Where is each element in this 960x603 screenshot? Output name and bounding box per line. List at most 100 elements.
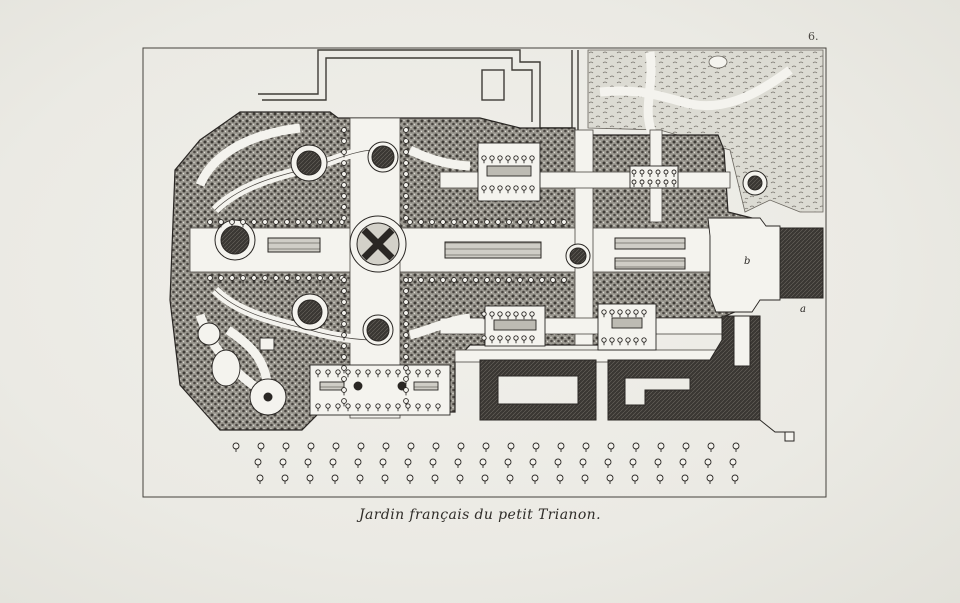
tree-icon xyxy=(385,403,391,409)
tree-icon xyxy=(497,311,503,317)
tree-icon xyxy=(341,343,347,349)
tree-icon xyxy=(557,442,565,450)
tree-icon xyxy=(341,376,347,382)
tree-icon xyxy=(355,403,361,409)
tree-icon xyxy=(341,288,347,294)
tree-icon xyxy=(506,219,512,225)
tree-icon xyxy=(315,369,321,375)
tree-icon xyxy=(385,369,391,375)
tree-icon xyxy=(240,219,246,225)
tree-icon xyxy=(328,275,334,281)
tree-icon xyxy=(481,185,487,191)
tree-icon xyxy=(317,219,323,225)
tree-icon xyxy=(539,219,545,225)
tree-icon xyxy=(479,458,487,466)
tree-icon xyxy=(256,474,264,482)
tree-icon xyxy=(341,332,347,338)
tree-icon xyxy=(457,442,465,450)
tree-icon xyxy=(403,310,409,316)
tree-icon xyxy=(218,219,224,225)
tree-icon xyxy=(521,311,527,317)
tree-icon xyxy=(607,442,615,450)
tree-icon xyxy=(556,474,564,482)
tree-icon xyxy=(406,474,414,482)
tree-icon xyxy=(328,219,334,225)
tree-icon xyxy=(335,369,341,375)
tree-icon xyxy=(706,474,714,482)
tree-icon xyxy=(581,474,589,482)
tree-icon xyxy=(531,474,539,482)
tree-icon xyxy=(403,160,409,166)
tree-icon xyxy=(325,369,331,375)
tree-icon xyxy=(539,277,545,283)
tree-icon xyxy=(473,277,479,283)
tree-icon xyxy=(341,182,347,188)
tree-icon xyxy=(254,458,262,466)
tree-icon xyxy=(345,403,351,409)
tree-icon xyxy=(403,171,409,177)
tree-icon xyxy=(505,185,511,191)
tree-icon xyxy=(647,179,653,185)
tree-icon xyxy=(403,299,409,305)
tree-icon xyxy=(315,403,321,409)
tree-icon xyxy=(601,309,607,315)
tree-icon xyxy=(425,369,431,375)
tree-icon xyxy=(513,155,519,161)
tree-icon xyxy=(403,193,409,199)
tree-icon xyxy=(513,335,519,341)
tree-icon xyxy=(281,474,289,482)
tree-icon xyxy=(497,335,503,341)
tree-icon xyxy=(403,354,409,360)
tree-icon xyxy=(341,277,347,283)
tree-icon xyxy=(403,398,409,404)
tree-icon xyxy=(407,442,415,450)
tree-icon xyxy=(306,219,312,225)
tree-icon xyxy=(481,474,489,482)
tree-icon xyxy=(295,275,301,281)
tree-icon xyxy=(325,403,331,409)
tree-icon xyxy=(504,458,512,466)
tree-icon xyxy=(495,277,501,283)
tree-icon xyxy=(647,169,653,175)
tree-icon xyxy=(489,185,495,191)
tree-icon xyxy=(341,387,347,393)
tree-icon xyxy=(341,321,347,327)
tree-icon xyxy=(654,458,662,466)
tree-icon xyxy=(529,335,535,341)
tree-icon xyxy=(481,311,487,317)
tree-icon xyxy=(513,311,519,317)
tree-icon xyxy=(341,127,347,133)
tree-icon xyxy=(329,458,337,466)
tree-icon xyxy=(207,275,213,281)
tree-icon xyxy=(251,275,257,281)
tree-icon xyxy=(601,337,607,343)
tree-icon xyxy=(582,442,590,450)
tree-icon xyxy=(375,403,381,409)
tree-icon xyxy=(631,474,639,482)
tree-icon xyxy=(489,155,495,161)
tree-icon xyxy=(341,193,347,199)
tree-icon xyxy=(513,185,519,191)
tree-icon xyxy=(403,149,409,155)
tree-icon xyxy=(355,369,361,375)
tree-icon xyxy=(704,458,712,466)
tree-icon xyxy=(403,387,409,393)
tree-icon xyxy=(415,403,421,409)
tree-icon xyxy=(240,275,246,281)
tree-icon xyxy=(732,442,740,450)
canals xyxy=(267,237,686,270)
tree-icon xyxy=(403,215,409,221)
tree-icon xyxy=(579,458,587,466)
tree-icon xyxy=(341,171,347,177)
tree-icon xyxy=(609,337,615,343)
tree-icon xyxy=(606,474,614,482)
tree-icon xyxy=(262,275,268,281)
tree-icon xyxy=(232,442,240,450)
tree-icon xyxy=(506,474,514,482)
tree-icon xyxy=(382,442,390,450)
avenue-tree-rows xyxy=(232,442,740,484)
tree-icon xyxy=(489,335,495,341)
tree-icon xyxy=(295,219,301,225)
tree-icon xyxy=(403,332,409,338)
